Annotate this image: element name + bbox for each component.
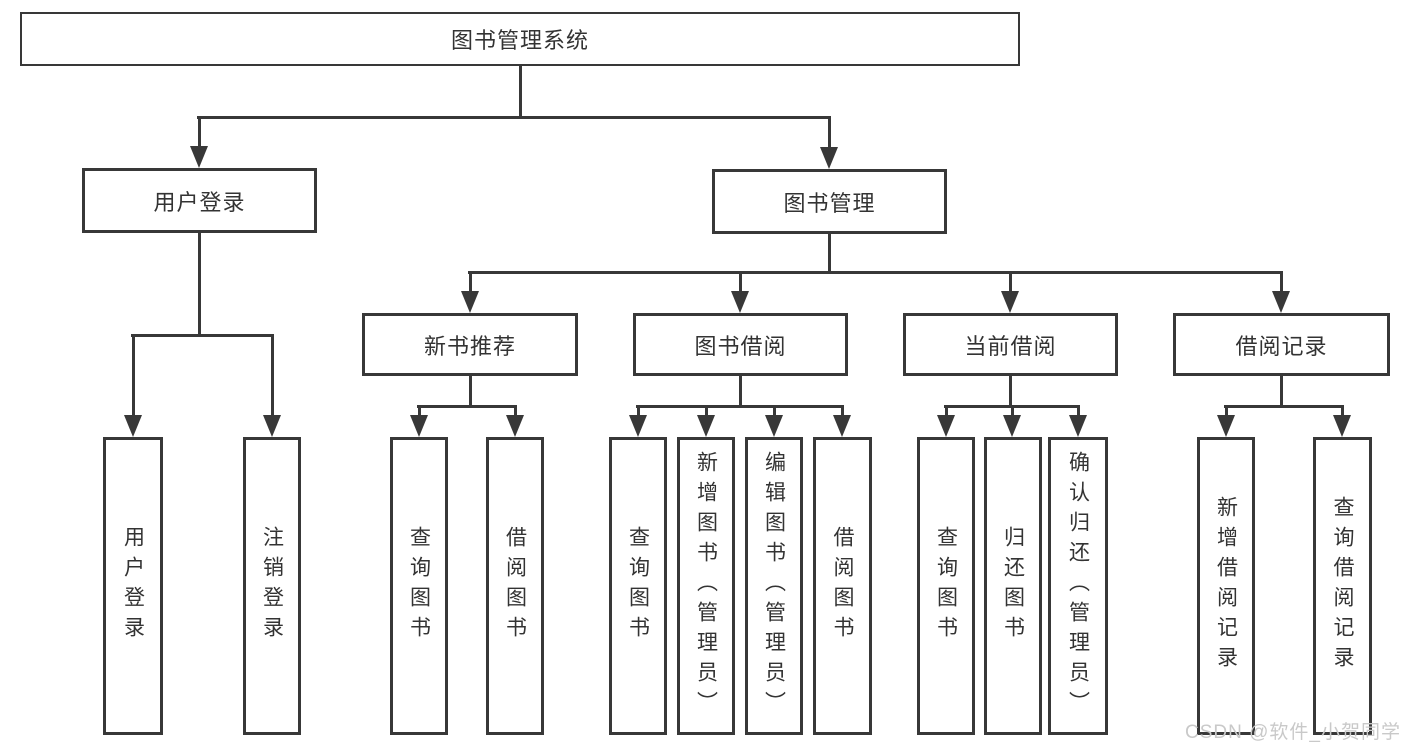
arrow-shaft: [469, 274, 472, 293]
leaf-label: 新增图书（管理员）: [694, 451, 718, 721]
arrowhead-icon: [124, 415, 142, 437]
leaf-query-book-current: 查询图书: [917, 437, 975, 735]
arrow-shaft: [198, 119, 201, 148]
leaf-label: 查询借阅记录: [1331, 496, 1354, 676]
leaf-borrow-book-recommend: 借阅图书: [486, 437, 544, 735]
connector-hline: [197, 116, 831, 119]
node-label: 图书借阅: [694, 333, 787, 359]
arrowhead-icon: [731, 291, 749, 313]
arrowhead-icon: [1003, 415, 1021, 437]
arrow-shaft: [841, 408, 844, 417]
connector-hline: [468, 271, 1283, 274]
leaf-return-book: 归还图书: [984, 437, 1042, 735]
arrowhead-icon: [190, 146, 208, 168]
node-label: 新书推荐: [423, 333, 516, 359]
connector-hline: [636, 405, 844, 408]
arrow-shaft: [271, 337, 274, 417]
arrowhead-icon: [410, 415, 428, 437]
arrow-shaft: [418, 408, 421, 417]
arrow-shaft: [1011, 408, 1014, 417]
connector-vline: [1009, 376, 1012, 408]
leaf-query-borrow-record: 查询借阅记录: [1313, 437, 1372, 735]
arrow-shaft: [1225, 408, 1228, 417]
arrow-shaft: [945, 408, 948, 417]
leaf-borrow-book: 借阅图书: [813, 437, 872, 735]
leaf-label: 查询图书: [626, 526, 650, 646]
arrowhead-icon: [765, 415, 783, 437]
arrow-shaft: [1077, 408, 1080, 417]
node-library-management-system: 图书管理系统: [20, 12, 1020, 66]
node-borrow-records: 借阅记录: [1173, 313, 1390, 376]
arrowhead-icon: [1001, 291, 1019, 313]
arrowhead-icon: [263, 415, 281, 437]
leaf-confirm-return-admin: 确认归还（管理员）: [1048, 437, 1108, 735]
node-new-book-recommend: 新书推荐: [362, 313, 578, 376]
arrowhead-icon: [461, 291, 479, 313]
arrowhead-icon: [506, 415, 524, 437]
connector-hline: [131, 334, 274, 337]
arrowhead-icon: [1272, 291, 1290, 313]
leaf-add-book-admin: 新增图书（管理员）: [677, 437, 735, 735]
node-label: 图书管理系统: [450, 28, 589, 53]
arrowhead-icon: [833, 415, 851, 437]
connector-vline: [828, 234, 831, 274]
arrowhead-icon: [697, 415, 715, 437]
arrowhead-icon: [937, 415, 955, 437]
connector-hline: [944, 405, 1080, 408]
arrowhead-icon: [1333, 415, 1351, 437]
leaf-label: 借阅图书: [503, 526, 527, 646]
leaf-label: 用户登录: [121, 526, 145, 646]
arrow-shaft: [1341, 408, 1344, 417]
arrowhead-icon: [629, 415, 647, 437]
watermark: CSDN @软件_小贺同学: [1185, 722, 1401, 743]
arrow-shaft: [773, 408, 776, 417]
leaf-label: 归还图书: [1001, 526, 1025, 646]
node-user-login: 用户登录: [82, 168, 317, 233]
node-label: 借阅记录: [1235, 333, 1328, 359]
leaf-label: 新增借阅记录: [1214, 496, 1238, 676]
leaf-query-book-recommend: 查询图书: [390, 437, 448, 735]
arrow-shaft: [1280, 274, 1283, 293]
arrow-shaft: [514, 408, 517, 417]
leaf-query-book-borrow: 查询图书: [609, 437, 667, 735]
leaf-user-login: 用户登录: [103, 437, 163, 735]
connector-vline: [469, 376, 472, 408]
connector-vline: [1280, 376, 1283, 408]
connector-hline: [1224, 405, 1344, 408]
connector-vline: [519, 66, 522, 119]
node-label: 当前借阅: [964, 333, 1057, 359]
arrow-shaft: [132, 337, 135, 417]
leaf-label: 确认归还（管理员）: [1066, 451, 1090, 721]
leaf-label: 注销登录: [260, 526, 284, 646]
connector-hline: [417, 405, 517, 408]
node-book-borrow: 图书借阅: [633, 313, 848, 376]
arrow-shaft: [828, 119, 831, 149]
leaf-label: 查询图书: [407, 526, 431, 646]
arrowhead-icon: [820, 147, 838, 169]
leaf-add-borrow-record: 新增借阅记录: [1197, 437, 1255, 735]
arrowhead-icon: [1069, 415, 1087, 437]
arrowhead-icon: [1217, 415, 1235, 437]
leaf-label: 查询图书: [934, 526, 958, 646]
connector-vline: [739, 376, 742, 408]
leaf-label: 编辑图书（管理员）: [762, 451, 786, 721]
node-current-borrow: 当前借阅: [903, 313, 1118, 376]
node-book-management: 图书管理: [712, 169, 947, 234]
connector-vline: [198, 233, 201, 337]
node-label: 图书管理: [783, 190, 876, 216]
node-label: 用户登录: [153, 189, 246, 215]
arrow-shaft: [739, 274, 742, 293]
leaf-logout-login: 注销登录: [243, 437, 301, 735]
leaf-label: 借阅图书: [831, 526, 854, 646]
arrow-shaft: [705, 408, 708, 417]
leaf-edit-book-admin: 编辑图书（管理员）: [745, 437, 803, 735]
arrow-shaft: [1009, 274, 1012, 293]
arrow-shaft: [637, 408, 640, 417]
